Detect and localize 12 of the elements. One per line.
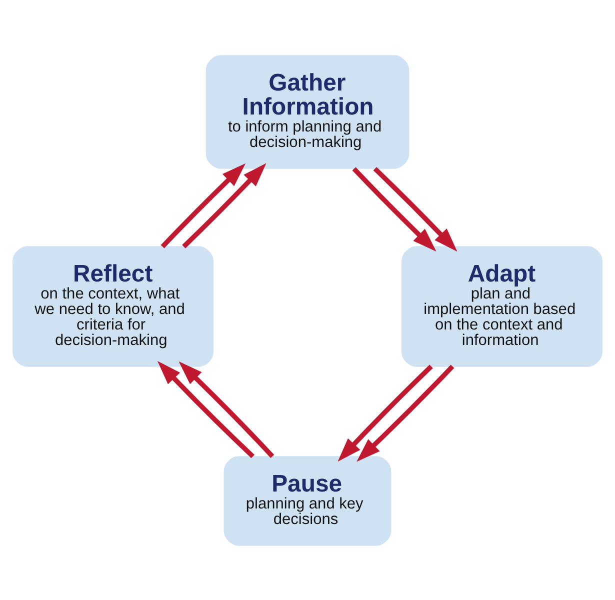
arrow (338, 364, 433, 462)
arrow (182, 162, 266, 248)
node-box: Reflect on the context, what we need to know, and criteria for decision-making (12, 246, 214, 366)
node-box: Pause planning and key decisions (224, 456, 392, 546)
node-box: Adapt plan and implementation based on the context and information (402, 246, 602, 366)
arrow (157, 360, 255, 458)
arrow (160, 162, 246, 248)
arrow (352, 166, 436, 251)
arrow (178, 360, 274, 458)
arrow (356, 364, 454, 462)
arrow (373, 166, 458, 252)
node-box: Gather Information to inform planning and decision-making (206, 54, 410, 168)
